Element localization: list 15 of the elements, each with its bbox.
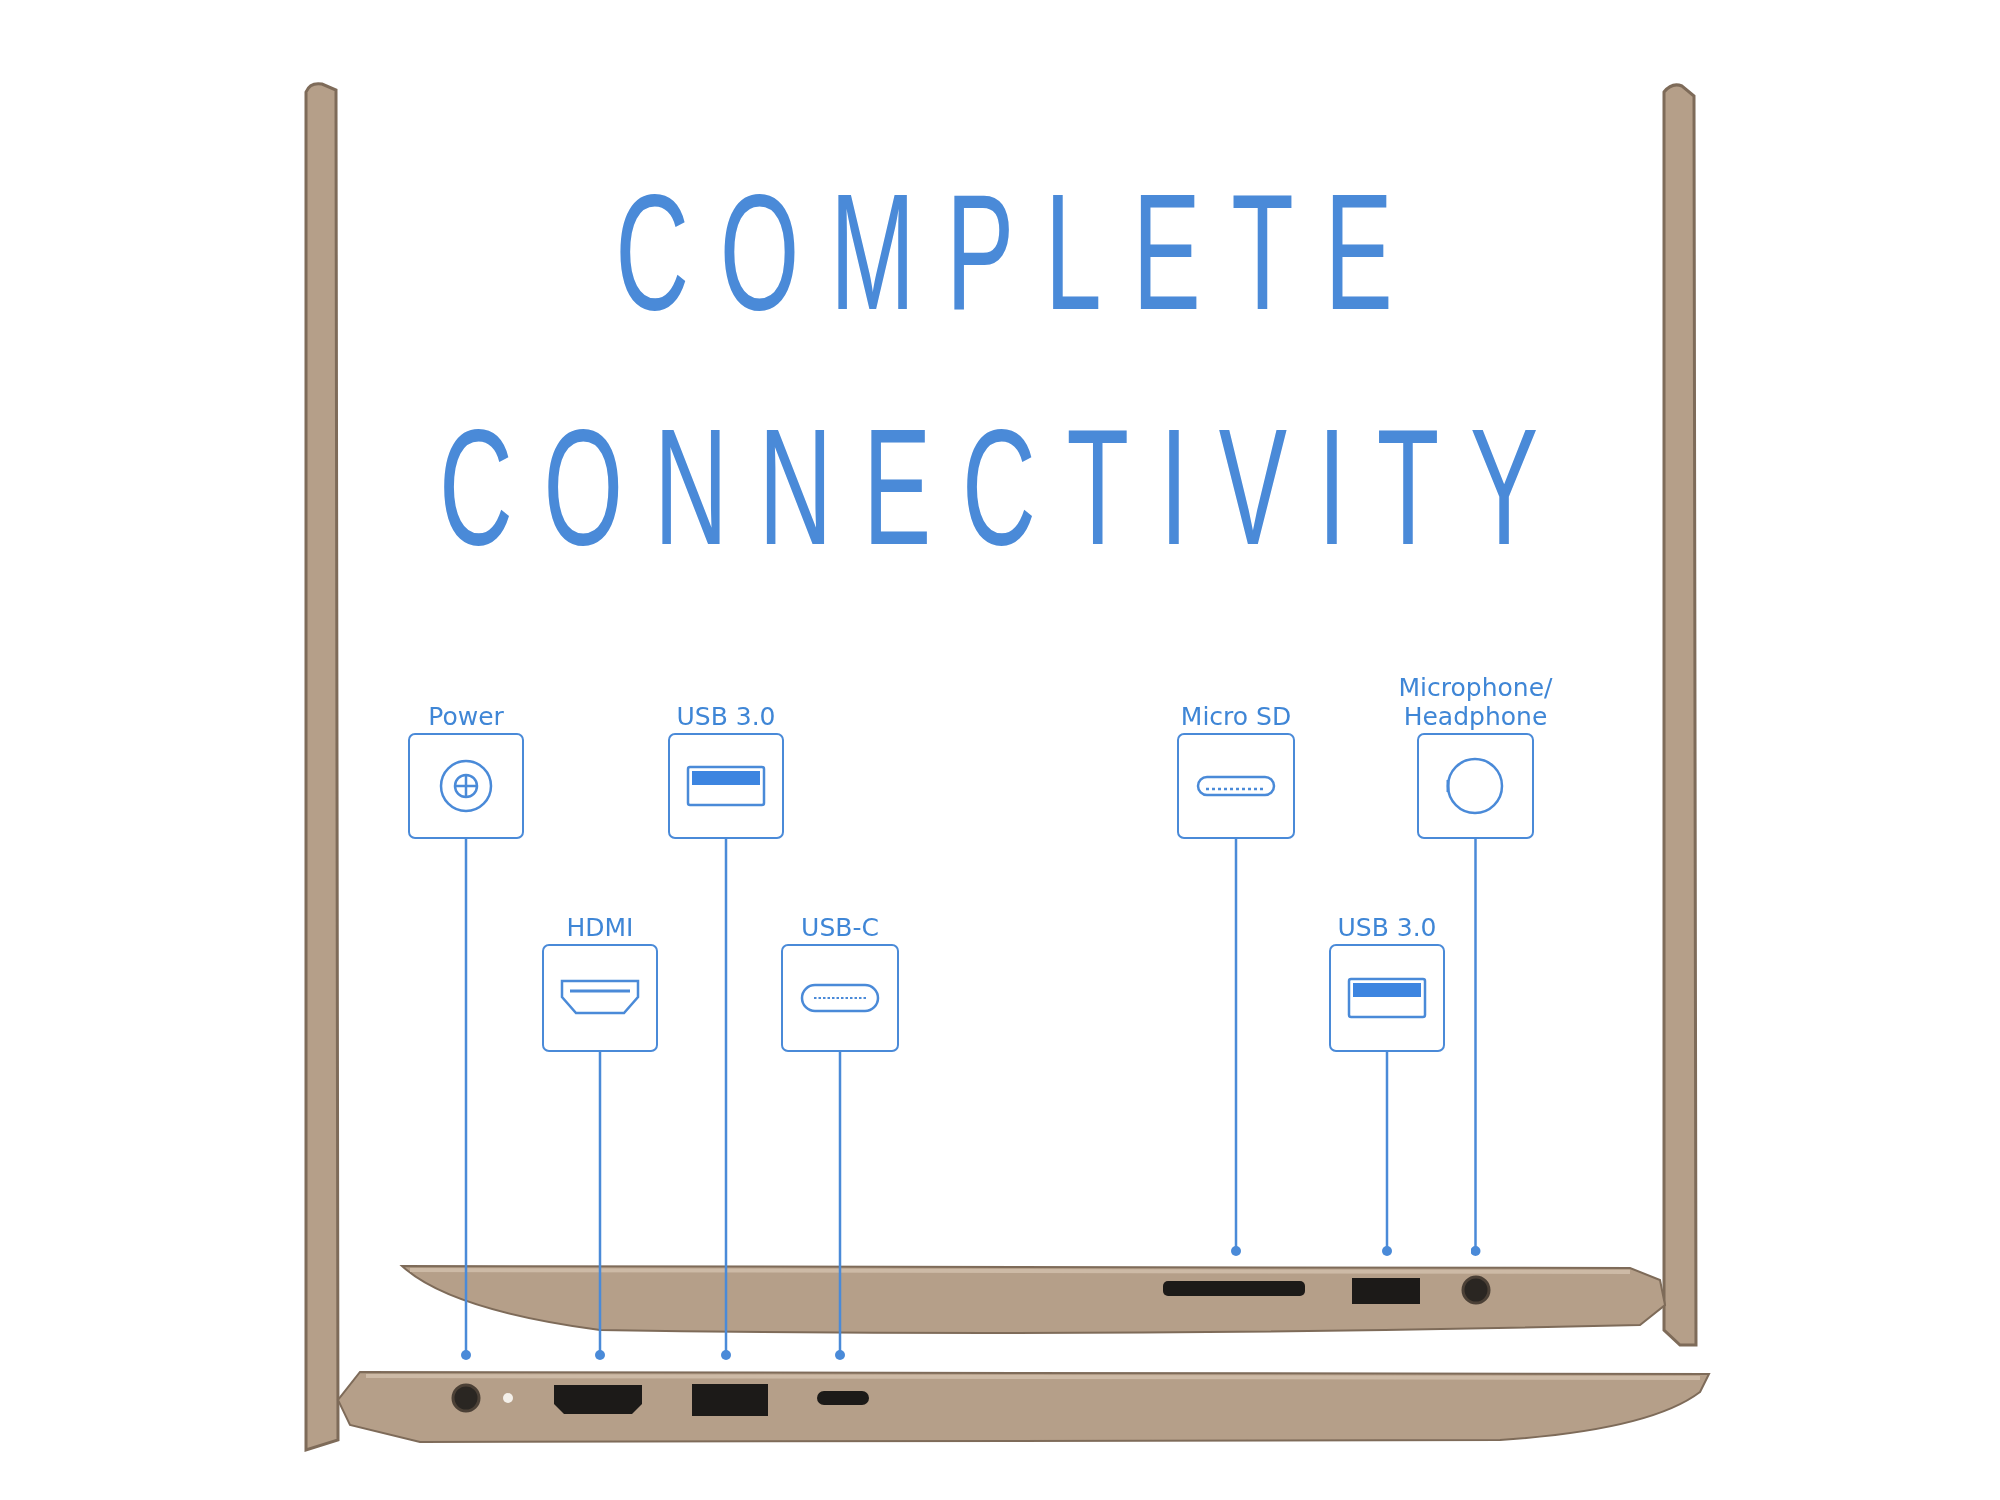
port-label: USB 3.0 bbox=[675, 702, 777, 731]
port-label: USB 3.0 bbox=[1336, 913, 1438, 942]
leader-line bbox=[1470, 839, 1481, 1256]
port-label: HDMI bbox=[565, 913, 635, 942]
leader-line bbox=[595, 1052, 605, 1360]
leader-line bbox=[461, 839, 471, 1360]
leader-line bbox=[835, 1052, 845, 1360]
port-label: Micro SD bbox=[1179, 702, 1293, 731]
port-label: Power bbox=[427, 702, 505, 731]
port-label: USB-C bbox=[800, 913, 880, 942]
leader-line bbox=[1382, 1052, 1392, 1256]
port-label: Microphone/ Headphone bbox=[1397, 673, 1554, 731]
leader-line bbox=[1231, 839, 1241, 1256]
title: COMPLETE CONNECTIVITY bbox=[438, 159, 1570, 581]
leader-line bbox=[721, 839, 731, 1360]
